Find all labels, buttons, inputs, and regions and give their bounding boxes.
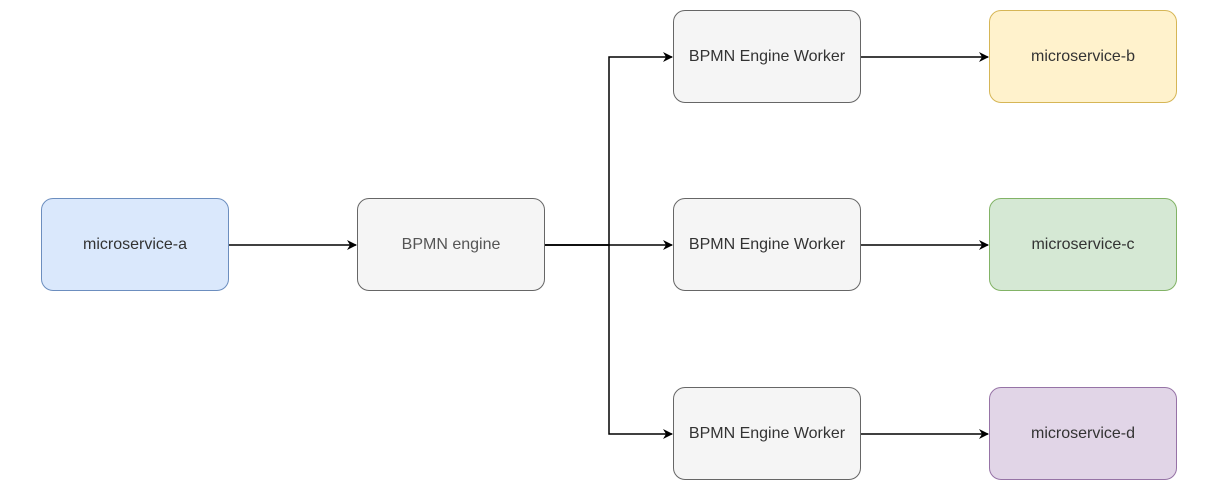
edge-engine-to-w3 [545, 244, 673, 439]
node-bpmn-engine[interactable]: BPMN engine [357, 198, 545, 291]
node-microservice-c[interactable]: microservice-c [989, 198, 1177, 291]
node-bpmn-engine-worker-2[interactable]: BPMN Engine Worker [673, 198, 861, 291]
node-bpmn-engine-worker-3[interactable]: BPMN Engine Worker [673, 387, 861, 480]
node-microservice-d[interactable]: microservice-d [989, 387, 1177, 480]
node-microservice-a[interactable]: microservice-a [41, 198, 229, 291]
node-microservice-b[interactable]: microservice-b [989, 10, 1177, 103]
node-bpmn-engine-worker-1[interactable]: BPMN Engine Worker [673, 10, 861, 103]
edge-engine-to-w1 [545, 52, 673, 246]
